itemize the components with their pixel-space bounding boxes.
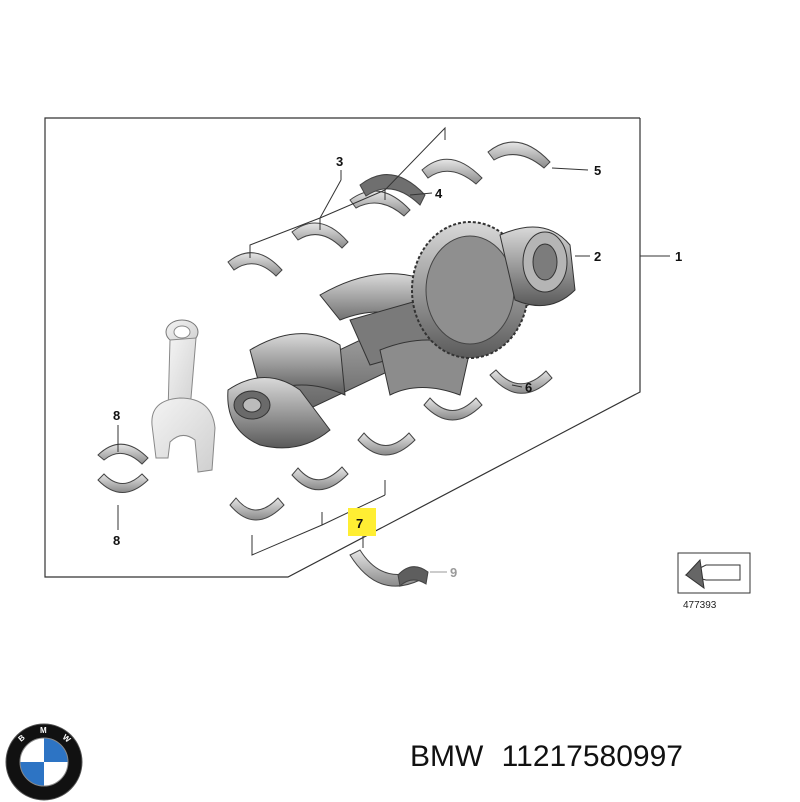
- callout-2: 2: [594, 249, 601, 264]
- bearing-shell: [291, 222, 349, 249]
- bearing-shell: [489, 369, 553, 394]
- logo-letter-b: B: [17, 733, 27, 744]
- leader-lines: [117, 126, 670, 573]
- assembly-frame: [44, 117, 641, 578]
- bearing-shell: [487, 141, 551, 169]
- callout-8-bottom: 8: [113, 533, 120, 548]
- callout-7: 7: [356, 516, 363, 531]
- callout-1: 1: [675, 249, 682, 264]
- bmw-logo: B M W: [5, 723, 83, 801]
- logo-letter-w: W: [61, 733, 73, 745]
- bearing-shell: [349, 190, 411, 217]
- part-number: 11217580997: [501, 740, 683, 773]
- callout-5: 5: [594, 163, 601, 178]
- bearing-shell: [291, 466, 349, 491]
- callout-9: 9: [450, 565, 457, 580]
- callout-7-highlight: [348, 508, 376, 536]
- callout-3: 3: [336, 154, 343, 169]
- part-caption: BMW 11217580997: [410, 740, 795, 784]
- bearing-shell: [421, 158, 483, 185]
- crankshaft: [227, 221, 576, 449]
- bearing-shell: [227, 252, 283, 277]
- rod-bearing-shell: [97, 473, 149, 493]
- callout-6: 6: [525, 380, 532, 395]
- brand-name: BMW: [410, 740, 484, 773]
- thrust-washer: [397, 566, 429, 587]
- bearing-shell: [357, 432, 416, 456]
- drawing-number: 477393: [683, 600, 717, 611]
- drawing-number-box: 477393: [677, 552, 751, 611]
- bearing-shell: [229, 497, 285, 521]
- bearing-shell: [423, 397, 483, 421]
- callout-4: 4: [435, 186, 443, 201]
- logo-letter-m: M: [40, 726, 47, 735]
- connecting-rod: [151, 319, 216, 473]
- callout-8-top: 8: [113, 408, 120, 423]
- thrust-bearing: [359, 174, 426, 206]
- bearing-shells: [97, 141, 553, 587]
- rod-bearing-shell: [97, 443, 149, 465]
